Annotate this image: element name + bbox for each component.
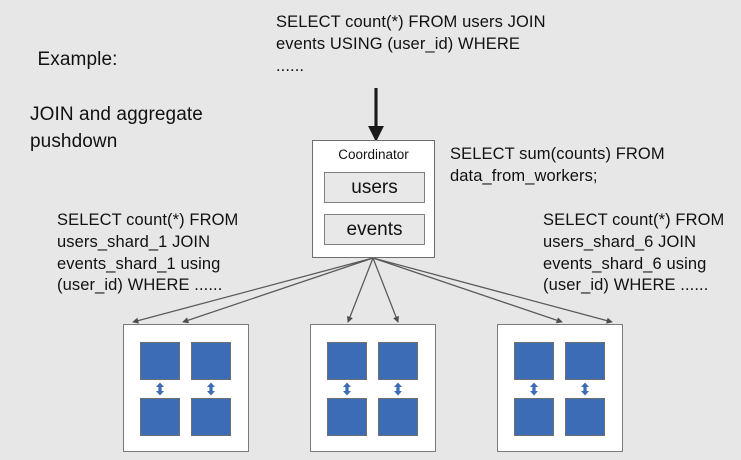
coordinator-to-worker-2b: [372, 257, 399, 323]
coordinator-table-users: users: [324, 172, 425, 203]
coordinator-to-worker-3a: [372, 257, 563, 324]
worker-node-3: [497, 324, 623, 452]
replication-arrow: [207, 382, 215, 396]
shard-box: [191, 398, 231, 436]
coordinator-aggregate-query-text: SELECT sum(counts) FROM data_from_worker…: [450, 145, 670, 185]
shard-box: [327, 342, 367, 380]
shard-box: [514, 342, 554, 380]
replication-arrow: [394, 382, 402, 396]
shard-box: [514, 398, 554, 436]
replication-arrow: [343, 382, 351, 396]
coordinator-label: Coordinator: [338, 147, 409, 162]
example-caption: Example: JOIN and aggregate pushdown: [16, 18, 266, 211]
shard-box: [565, 342, 605, 380]
shard-box: [140, 342, 180, 380]
shard-box: [378, 398, 418, 436]
left-worker-query-text: SELECT count(*) FROM users_shard_1 JOIN …: [57, 211, 244, 295]
shard-box: [378, 342, 418, 380]
replication-arrow: [530, 382, 538, 396]
shard-box: [191, 342, 231, 380]
coordinator-node: Coordinator users events: [312, 140, 435, 258]
coordinator-table-events: events: [324, 214, 425, 245]
client-query-text: SELECT count(*) FROM users JOIN events U…: [276, 13, 551, 75]
example-caption-title: Example:: [37, 48, 118, 70]
shard-box: [327, 398, 367, 436]
worker-node-2: [310, 324, 436, 452]
example-caption-subtitle: JOIN and aggregate pushdown: [30, 103, 209, 153]
shard-box: [565, 398, 605, 436]
coordinator-to-worker-2a: [347, 257, 374, 323]
replication-arrow: [156, 382, 164, 396]
replication-arrow: [581, 382, 589, 396]
right-worker-query-text: SELECT count(*) FROM users_shard_6 JOIN …: [543, 211, 730, 295]
shard-box: [140, 398, 180, 436]
worker-node-1: [123, 324, 249, 452]
